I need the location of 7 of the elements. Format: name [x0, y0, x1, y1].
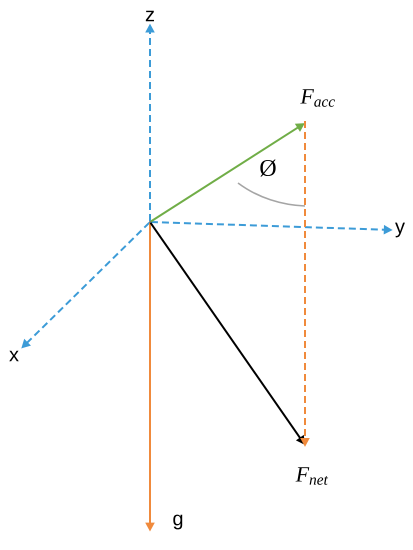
axis-label: x [9, 350, 19, 362]
axis-label: g [173, 514, 182, 530]
vector-label: F$_{net}$ [296, 467, 328, 485]
vector-label: F$_{acc}$ [300, 89, 335, 107]
angle-label: Ø [260, 160, 276, 176]
axis-label: z [146, 10, 154, 22]
axis-label: y [395, 222, 405, 238]
